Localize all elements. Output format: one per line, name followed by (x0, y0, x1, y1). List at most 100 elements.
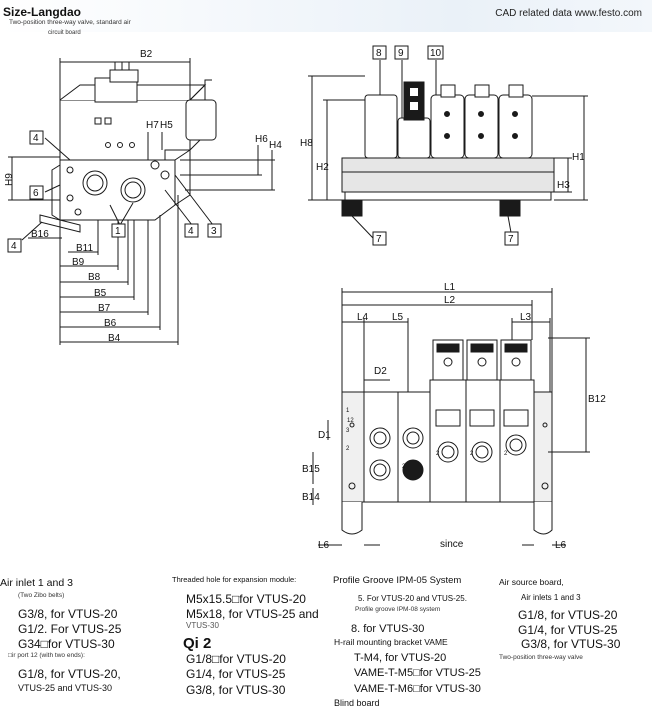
legend-line: G3/8, for VTUS-30 (521, 637, 621, 651)
callout-3: 3 (211, 226, 217, 237)
page-subtitle: Two-position three-way valve, standard a… (9, 19, 131, 26)
dim-D2: D2 (374, 366, 387, 377)
legend-line: G1/2. For VTUS-25 (18, 622, 122, 636)
foot-right (499, 199, 521, 217)
header-band (0, 0, 652, 32)
dim-B16: B16 (31, 229, 49, 240)
callout-7b: 7 (508, 234, 514, 245)
legend-line: G1/8, for VTUS-20, (18, 667, 121, 681)
dim-H4: H4 (269, 140, 282, 151)
legend-line: VAME-T-M6□for VTUS-30 (354, 683, 481, 695)
label-since: since (440, 539, 464, 550)
callout-10: 10 (430, 48, 442, 59)
dim-H8: H8 (300, 138, 313, 149)
legend-heading-air-source: Air source board, (499, 577, 564, 587)
legend-subnote: Two-position three-way valve (499, 654, 583, 661)
callout-4c: 4 (11, 241, 17, 252)
dim-B12: B12 (588, 394, 606, 405)
legend-qi2: Qi 2 (183, 635, 212, 652)
legend-line: VTUS-30 (186, 621, 219, 630)
callout-8: 8 (376, 48, 382, 59)
port-label-2c: 2 (436, 451, 440, 457)
callouts (7, 45, 519, 253)
dim-H1: H1 (572, 152, 585, 163)
dim-B6: B6 (104, 318, 117, 329)
port-main-right (120, 177, 146, 203)
port-label-2d: 2 (470, 451, 474, 457)
port-label-2e: 2 (504, 451, 508, 457)
cad-data-link[interactable]: CAD related data www.festo.com (495, 8, 642, 19)
legend-line: H-rail mounting bracket VAME (334, 637, 448, 647)
legend-heading-threaded: Threaded hole for expansion module: (172, 575, 297, 584)
dim-H5: H5 (160, 120, 173, 131)
dim-B11: B11 (76, 243, 93, 254)
legend-heading-profile: Profile Groove IPM-05 System (333, 575, 462, 586)
dim-L4: L4 (357, 312, 369, 323)
port-label-3: 3 (346, 428, 350, 434)
dim-B2: B2 (140, 49, 153, 60)
legend-line: VAME-T-M5□for VTUS-25 (354, 667, 481, 679)
legend-line: VTUS-25 and VTUS-30 (18, 683, 113, 693)
port-label-1: 1 (346, 408, 350, 414)
valve-3 (430, 94, 465, 159)
sub-base-plate (59, 159, 176, 221)
dim-B4: B4 (108, 333, 121, 344)
manifold-rail (341, 157, 555, 193)
port-label-12: 12 (347, 418, 354, 424)
valve-2 (397, 117, 431, 159)
foot-left (341, 199, 363, 217)
legend-subnote: Profile groove IPM-08 system (355, 606, 441, 613)
page-title: Size-Langdao (3, 5, 82, 19)
valve-1 (364, 94, 398, 159)
dim-H3: H3 (557, 180, 570, 191)
dim-L2: L2 (444, 295, 456, 306)
legend-line: G3/8, for VTUS-30 (186, 683, 286, 697)
dim-B14: B14 (302, 492, 320, 503)
callout-4a: 4 (33, 133, 39, 144)
front-view (312, 288, 590, 546)
legend-heading-air-inlet: Air inlet 1 and 3 (0, 577, 73, 589)
legend-line: G3/8, for VTUS-20 (18, 607, 118, 621)
dim-L5: L5 (392, 312, 404, 323)
dim-B5: B5 (94, 288, 107, 299)
dim-B9: B9 (72, 257, 85, 268)
dim-D1: D1 (318, 430, 331, 441)
legend-line: M5x18, for VTUS-25 and (186, 607, 319, 621)
callout-7a: 7 (376, 234, 382, 245)
legend-line: T-M4, for VTUS-20 (354, 652, 447, 664)
legend-line: Blind board (334, 698, 380, 708)
callout-9: 9 (398, 48, 404, 59)
dim-L1: L1 (444, 282, 456, 293)
valve-4 (464, 94, 499, 159)
legend-line: 5. For VTUS-20 and VTUS-25. (358, 594, 467, 603)
dim-L6-left: L6 (318, 540, 330, 551)
dim-L3: L3 (520, 312, 532, 323)
legend-line: G1/4, for VTUS-25 (186, 667, 286, 681)
callout-1: 1 (115, 226, 121, 237)
callout-4d: 4 (188, 226, 194, 237)
port-label-2b: 2 (402, 464, 406, 470)
legend-subnote: (Two Zibo belts) (18, 592, 65, 599)
dim-B15: B15 (302, 464, 320, 475)
air-source-board (363, 391, 399, 503)
dim-H2: H2 (316, 162, 329, 173)
dim-L6-right: L6 (555, 540, 567, 551)
port-label-2: 2 (346, 446, 350, 452)
legend-line: G34□for VTUS-30 (18, 637, 115, 651)
blind-board (397, 391, 431, 503)
legend-line: M5x15.5□for VTUS-20 (186, 592, 306, 606)
front-foot-right (533, 502, 553, 535)
callout-6: 6 (33, 188, 39, 199)
dim-H7: H7 (146, 120, 159, 131)
dim-H6: H6 (255, 134, 268, 145)
dim-B8: B8 (88, 272, 101, 283)
left-isometric-view (8, 58, 275, 345)
legend-subnote: □ir port 12 (with two ends): (8, 652, 85, 659)
front-foot-left (341, 502, 363, 535)
legend-line: G1/8□for VTUS-20 (186, 652, 286, 666)
dim-H9: H9 (4, 173, 15, 186)
legend-subnote: Air inlets 1 and 3 (521, 593, 581, 602)
valve-5 (498, 94, 533, 159)
